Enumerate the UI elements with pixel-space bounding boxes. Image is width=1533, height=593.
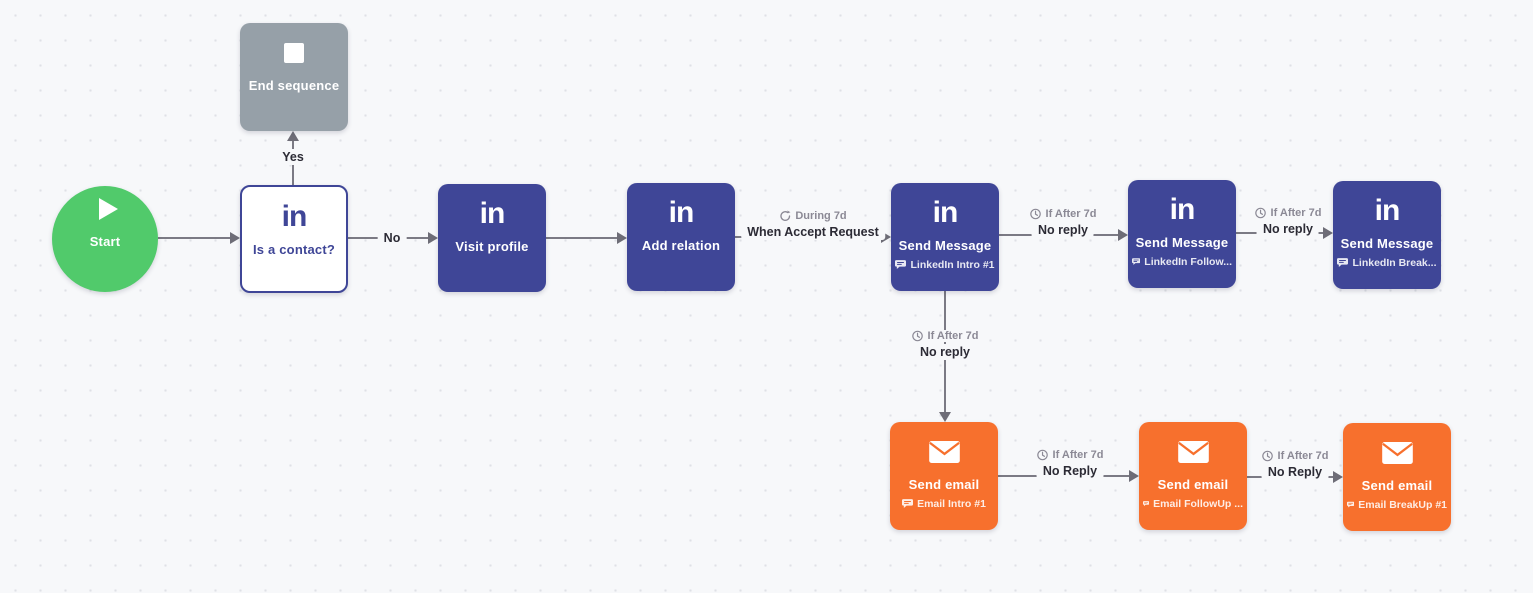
node-sublabel: Email BreakUp #1 bbox=[1347, 499, 1447, 511]
node-visit-profile[interactable]: in Visit profile bbox=[438, 184, 546, 292]
arrowhead-icon bbox=[1129, 470, 1139, 482]
node-send-message-3[interactable]: in Send Message LinkedIn Break... bbox=[1333, 181, 1441, 289]
clock-icon bbox=[1030, 208, 1041, 220]
node-label: Send Message bbox=[1340, 236, 1434, 251]
edge-condition: If After 7d bbox=[1032, 449, 1108, 461]
edge-label-no-reply: If After 7d No Reply bbox=[1257, 450, 1333, 480]
sync-icon bbox=[780, 210, 791, 221]
edge-condition-text: If After 7d bbox=[1052, 449, 1104, 461]
clock-icon bbox=[1255, 207, 1266, 219]
edge-branch-label: Yes bbox=[276, 149, 310, 165]
arrowhead-icon bbox=[939, 412, 951, 422]
arrowhead-icon bbox=[1333, 471, 1343, 483]
node-start[interactable]: Start bbox=[52, 186, 158, 292]
node-send-email-3[interactable]: Send email Email BreakUp #1 bbox=[1343, 423, 1451, 531]
edge-branch-label: No bbox=[377, 230, 407, 246]
node-send-email-2[interactable]: Send email Email FollowUp ... bbox=[1139, 422, 1247, 530]
node-label: Is a contact? bbox=[252, 242, 336, 257]
node-sublabel: LinkedIn Break... bbox=[1337, 257, 1437, 269]
node-end-sequence[interactable]: End sequence bbox=[240, 23, 348, 131]
edge-label-yes: Yes bbox=[276, 149, 310, 165]
edge-line bbox=[158, 237, 231, 239]
message-template-icon bbox=[1143, 501, 1150, 507]
edge-condition-text: During 7d bbox=[795, 210, 847, 222]
node-label: Add relation bbox=[641, 238, 721, 253]
node-sublabel: LinkedIn Intro #1 bbox=[895, 259, 995, 271]
node-send-message-1[interactable]: in Send Message LinkedIn Intro #1 bbox=[891, 183, 999, 291]
arrowhead-icon bbox=[1323, 227, 1333, 239]
linkedin-icon: in bbox=[479, 197, 506, 230]
node-sublabel: Email FollowUp ... bbox=[1143, 498, 1243, 510]
node-label: Start bbox=[89, 234, 121, 249]
edge-label-no-reply: If After 7d No reply bbox=[1025, 208, 1101, 238]
message-template-icon bbox=[1132, 258, 1141, 266]
play-icon bbox=[93, 198, 118, 220]
message-template-icon bbox=[902, 499, 914, 509]
edge-condition: If After 7d bbox=[907, 330, 983, 342]
arrowhead-icon bbox=[881, 231, 891, 243]
clock-icon bbox=[1037, 449, 1048, 461]
envelope-icon bbox=[1381, 436, 1413, 470]
message-template-icon bbox=[1347, 501, 1355, 508]
edge-label-no: No bbox=[377, 230, 407, 246]
node-label: Send email bbox=[908, 477, 980, 492]
arrowhead-icon bbox=[428, 232, 438, 244]
clock-icon bbox=[912, 330, 923, 342]
node-label: End sequence bbox=[248, 78, 340, 93]
envelope-icon bbox=[1177, 435, 1209, 469]
node-sublabel: Email Intro #1 bbox=[902, 498, 986, 510]
edge-trigger-label: No reply bbox=[913, 344, 976, 360]
edge-condition: If After 7d bbox=[1250, 207, 1326, 219]
node-add-relation[interactable]: in Add relation bbox=[627, 183, 735, 291]
node-send-message-2[interactable]: in Send Message LinkedIn Follow... bbox=[1128, 180, 1236, 288]
arrowhead-icon bbox=[1118, 229, 1128, 241]
message-template-icon bbox=[895, 260, 907, 270]
clock-icon bbox=[1262, 450, 1273, 462]
edge-trigger-label: When Accept Request bbox=[741, 224, 885, 240]
edge-trigger-label: No reply bbox=[1031, 222, 1094, 238]
node-label: Send Message bbox=[1135, 235, 1229, 250]
edge-condition: During 7d bbox=[775, 210, 851, 222]
edge-trigger-label: No Reply bbox=[1261, 464, 1329, 480]
edge-condition: If After 7d bbox=[1025, 208, 1101, 220]
linkedin-icon: in bbox=[668, 196, 695, 229]
node-label: Send Message bbox=[898, 238, 992, 253]
edge-condition-text: If After 7d bbox=[927, 330, 979, 342]
edge-line bbox=[546, 237, 619, 239]
edge-trigger-label: No Reply bbox=[1036, 463, 1104, 479]
edge-label-no-reply: If After 7d No reply bbox=[907, 330, 983, 360]
arrowhead-icon bbox=[287, 131, 299, 141]
edge-condition-text: If After 7d bbox=[1270, 207, 1322, 219]
edge-label-no-reply: If After 7d No reply bbox=[1250, 207, 1326, 237]
message-template-icon bbox=[1337, 258, 1349, 268]
edge-condition-text: If After 7d bbox=[1277, 450, 1329, 462]
node-label: Send email bbox=[1157, 477, 1229, 492]
arrowhead-icon bbox=[230, 232, 240, 244]
arrowhead-icon bbox=[617, 232, 627, 244]
linkedin-icon: in bbox=[1169, 193, 1196, 226]
stop-icon bbox=[284, 36, 304, 70]
edge-trigger-label: No reply bbox=[1256, 221, 1319, 237]
node-label: Send email bbox=[1361, 478, 1433, 493]
edge-condition: If After 7d bbox=[1257, 450, 1333, 462]
edge-condition-text: If After 7d bbox=[1045, 208, 1097, 220]
linkedin-icon: in bbox=[1374, 194, 1401, 227]
edge-label-no-reply: If After 7d No Reply bbox=[1032, 449, 1108, 479]
node-is-contact[interactable]: in Is a contact? bbox=[240, 185, 348, 293]
edge-label-accept-request: During 7d When Accept Request bbox=[741, 210, 885, 240]
node-sublabel: LinkedIn Follow... bbox=[1132, 256, 1232, 268]
linkedin-icon: in bbox=[932, 196, 959, 229]
node-label: Visit profile bbox=[455, 239, 529, 254]
envelope-icon bbox=[928, 435, 960, 469]
node-send-email-1[interactable]: Send email Email Intro #1 bbox=[890, 422, 998, 530]
linkedin-icon: in bbox=[281, 200, 308, 233]
